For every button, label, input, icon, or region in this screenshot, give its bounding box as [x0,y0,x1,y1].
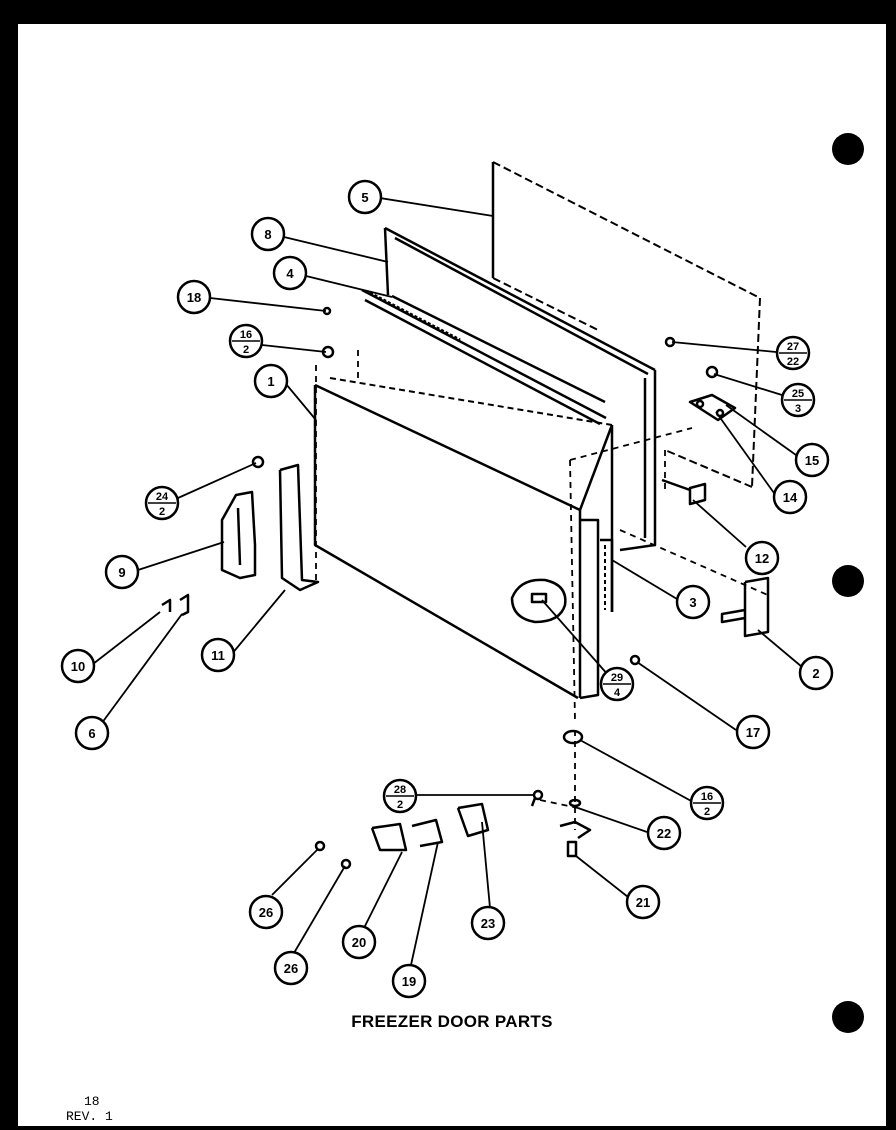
svg-text:9: 9 [118,565,125,580]
cam-part [510,578,567,624]
svg-text:4: 4 [286,266,294,281]
callout-16-2-bottom: 16 2 [689,785,725,821]
svg-text:11: 11 [211,648,225,663]
callout-23: 23 [470,905,506,941]
callout-10: 10 [60,648,96,684]
leader-lines [92,197,809,966]
svg-text:14: 14 [783,490,798,505]
callout-27-22: 27 22 [775,335,811,371]
callout-3: 3 [675,584,711,620]
svg-text:15: 15 [805,453,819,468]
punch-hole-middle [832,565,864,597]
svg-text:16: 16 [701,791,713,803]
svg-text:2: 2 [159,506,165,518]
svg-text:2: 2 [812,666,819,681]
svg-text:3: 3 [795,403,801,415]
callout-21: 21 [625,884,661,920]
svg-text:2: 2 [397,799,403,811]
bracket-part [720,576,770,638]
revision-label: REV. 1 [66,1109,113,1124]
callout-11: 11 [200,637,236,673]
callout-24-2: 24 2 [144,485,180,521]
svg-text:22: 22 [787,356,799,368]
svg-text:1: 1 [267,374,274,389]
clip-parts [161,593,190,617]
svg-text:3: 3 [689,595,696,610]
svg-text:25: 25 [792,388,804,400]
callout-19: 19 [391,963,427,999]
callout-26-a: 26 [248,894,284,930]
callout-4: 4 [272,255,308,291]
svg-text:26: 26 [284,961,298,976]
callout-5: 5 [347,179,383,215]
exploded-view-diagram: 5 8 4 18 1 9 1 [60,161,834,999]
callout-2: 2 [798,655,834,691]
punch-hole-top [832,133,864,165]
callout-17: 17 [735,714,771,750]
svg-text:10: 10 [71,659,85,674]
door-gasket-part [383,226,657,552]
svg-text:29: 29 [611,672,623,684]
svg-text:16: 16 [240,329,252,341]
svg-text:2: 2 [243,344,249,356]
hinge-plate-part [278,463,320,592]
door-panel-part [313,377,614,700]
callout-16-2-top: 16 2 [228,323,264,359]
breaker-strip-part [361,288,607,426]
svg-text:23: 23 [481,916,495,931]
screw-parts [251,306,719,666]
callout-12: 12 [744,540,780,576]
svg-text:28: 28 [394,784,406,796]
svg-text:6: 6 [88,726,95,741]
diagram-caption: FREEZER DOOR PARTS [351,1012,553,1031]
callout-25-3: 25 3 [780,382,816,418]
svg-text:2: 2 [704,806,710,818]
callout-6: 6 [74,715,110,751]
hinge-block-part [661,478,707,506]
svg-text:20: 20 [352,935,366,950]
callout-22: 22 [646,815,682,851]
svg-text:26: 26 [259,905,273,920]
callout-15: 15 [794,442,830,478]
page-number: 18 [84,1094,100,1109]
side-channel-part [600,538,614,612]
svg-text:8: 8 [264,227,271,242]
svg-text:19: 19 [402,974,416,989]
svg-text:27: 27 [787,341,799,353]
svg-text:21: 21 [636,895,650,910]
callout-14: 14 [772,479,808,515]
svg-text:17: 17 [746,725,760,740]
lower-hinge-parts [314,729,592,870]
callout-1: 1 [253,363,289,399]
callout-8: 8 [250,216,286,252]
callout-26-b: 26 [273,950,309,986]
svg-text:18: 18 [187,290,201,305]
punch-hole-bottom [832,1001,864,1033]
svg-text:12: 12 [755,551,769,566]
svg-text:24: 24 [156,491,169,503]
door-handle-part [220,490,257,580]
svg-text:4: 4 [614,687,621,699]
callout-9: 9 [104,554,140,590]
callout-18: 18 [176,279,212,315]
parts-sheet: 5 8 4 18 1 9 1 [18,24,886,1126]
callout-20: 20 [341,924,377,960]
callout-28-2: 28 2 [382,778,418,814]
svg-text:5: 5 [361,190,368,205]
svg-text:22: 22 [657,826,671,841]
door-liner-part [491,161,761,488]
callout-29-4: 29 4 [599,666,635,702]
